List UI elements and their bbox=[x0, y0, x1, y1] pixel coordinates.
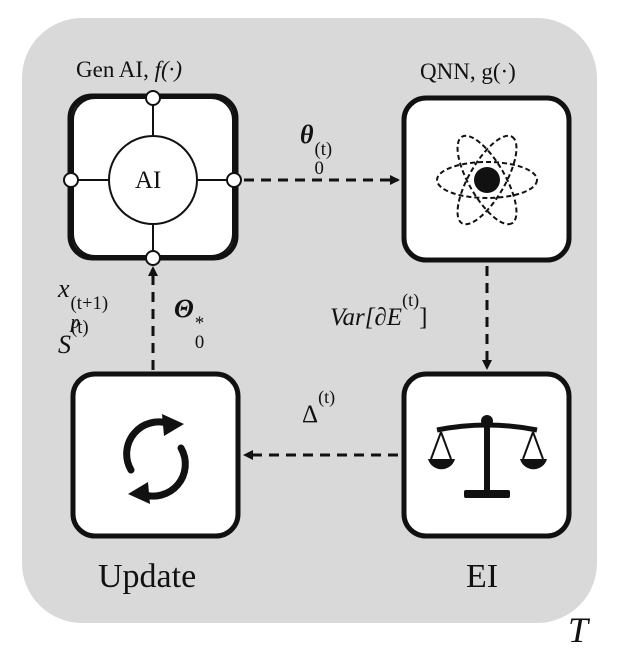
balance-scale-icon bbox=[428, 415, 547, 498]
theta-subscript: 0 bbox=[314, 158, 324, 180]
qnn-node bbox=[401, 95, 572, 263]
variance-prefix: Var[∂E bbox=[330, 304, 403, 331]
connector-dot-top bbox=[145, 90, 161, 106]
xp-symbol: x bbox=[58, 274, 70, 303]
ai-core-circle bbox=[108, 135, 198, 225]
update-title: Update bbox=[98, 558, 197, 595]
variance-superscript: (t) bbox=[402, 289, 420, 310]
atom-icon bbox=[436, 134, 538, 226]
gen-ai-title-text: Gen AI, bbox=[76, 57, 149, 82]
big-theta-subscript: 0 bbox=[194, 332, 205, 354]
side-label-xp: x(t+1)p bbox=[58, 276, 108, 333]
update-node-frame bbox=[70, 371, 241, 539]
gen-ai-function: f(·) bbox=[154, 57, 183, 82]
delta-superscript: (t) bbox=[318, 386, 336, 407]
s-symbol: S bbox=[58, 330, 71, 359]
variance-suffix: ] bbox=[419, 304, 428, 331]
edge-label-variance: Var[∂E(t)] bbox=[330, 291, 428, 331]
ei-title: EI bbox=[466, 558, 499, 595]
big-theta-symbol: Θ bbox=[174, 294, 194, 323]
region-label: T bbox=[568, 610, 589, 650]
xp-subscript: p bbox=[70, 312, 80, 334]
theta-superscript: (t) bbox=[314, 138, 333, 160]
connector-dot-left bbox=[63, 172, 79, 188]
qnn-title: QNN, g(·) bbox=[420, 59, 516, 84]
side-label-s: S(t) bbox=[58, 318, 89, 359]
ei-node bbox=[401, 371, 572, 539]
refresh-cycle-icon bbox=[123, 414, 189, 504]
edge-label-delta: Δ(t) bbox=[302, 388, 335, 428]
gen-ai-title: Gen AI, f(·) bbox=[76, 58, 182, 81]
edge-label-theta0-t: θ(t)0 bbox=[300, 122, 332, 179]
ai-core-label: AI bbox=[135, 167, 162, 194]
xp-superscript: (t+1) bbox=[70, 292, 109, 314]
update-node bbox=[70, 371, 241, 539]
edge-label-theta0-star: Θ*0 bbox=[174, 296, 204, 353]
delta-symbol: Δ bbox=[302, 401, 319, 428]
connector-dot-right bbox=[226, 172, 242, 188]
connector-dot-bottom bbox=[145, 250, 161, 266]
big-theta-superscript: * bbox=[194, 312, 205, 334]
s-superscript: (t) bbox=[71, 317, 89, 339]
gen-ai-node bbox=[63, 90, 242, 266]
theta-symbol: θ bbox=[300, 120, 314, 149]
